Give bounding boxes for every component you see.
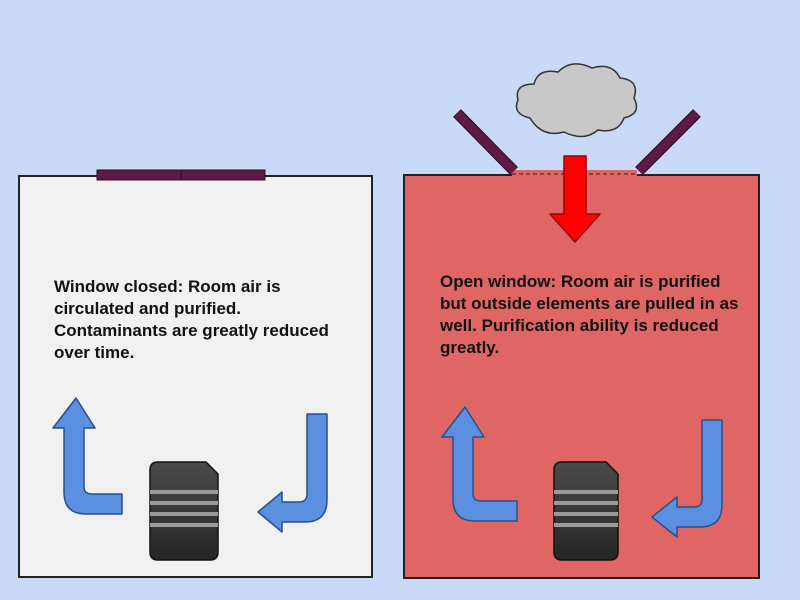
open-window-pane-right-fill (635, 109, 701, 175)
cloud-icon (515, 63, 638, 138)
closed-window (96, 169, 266, 181)
up-arrow-icon (52, 397, 123, 515)
closed-window-pane-left (96, 169, 182, 181)
return-arrow-icon (257, 413, 328, 533)
air-purifier-icon (553, 461, 619, 561)
open-window-pane-left-fill (453, 109, 518, 175)
down-arrow-icon (549, 155, 601, 243)
closed-window-pane-right (180, 169, 266, 181)
closed-window-caption: Window closed: Room air is circulated an… (54, 277, 329, 362)
up-arrow-icon (441, 406, 518, 522)
open-window-caption: Open window: Room air is purified but ou… (440, 272, 739, 357)
air-purifier-icon (149, 461, 219, 561)
return-arrow-icon (651, 419, 723, 538)
